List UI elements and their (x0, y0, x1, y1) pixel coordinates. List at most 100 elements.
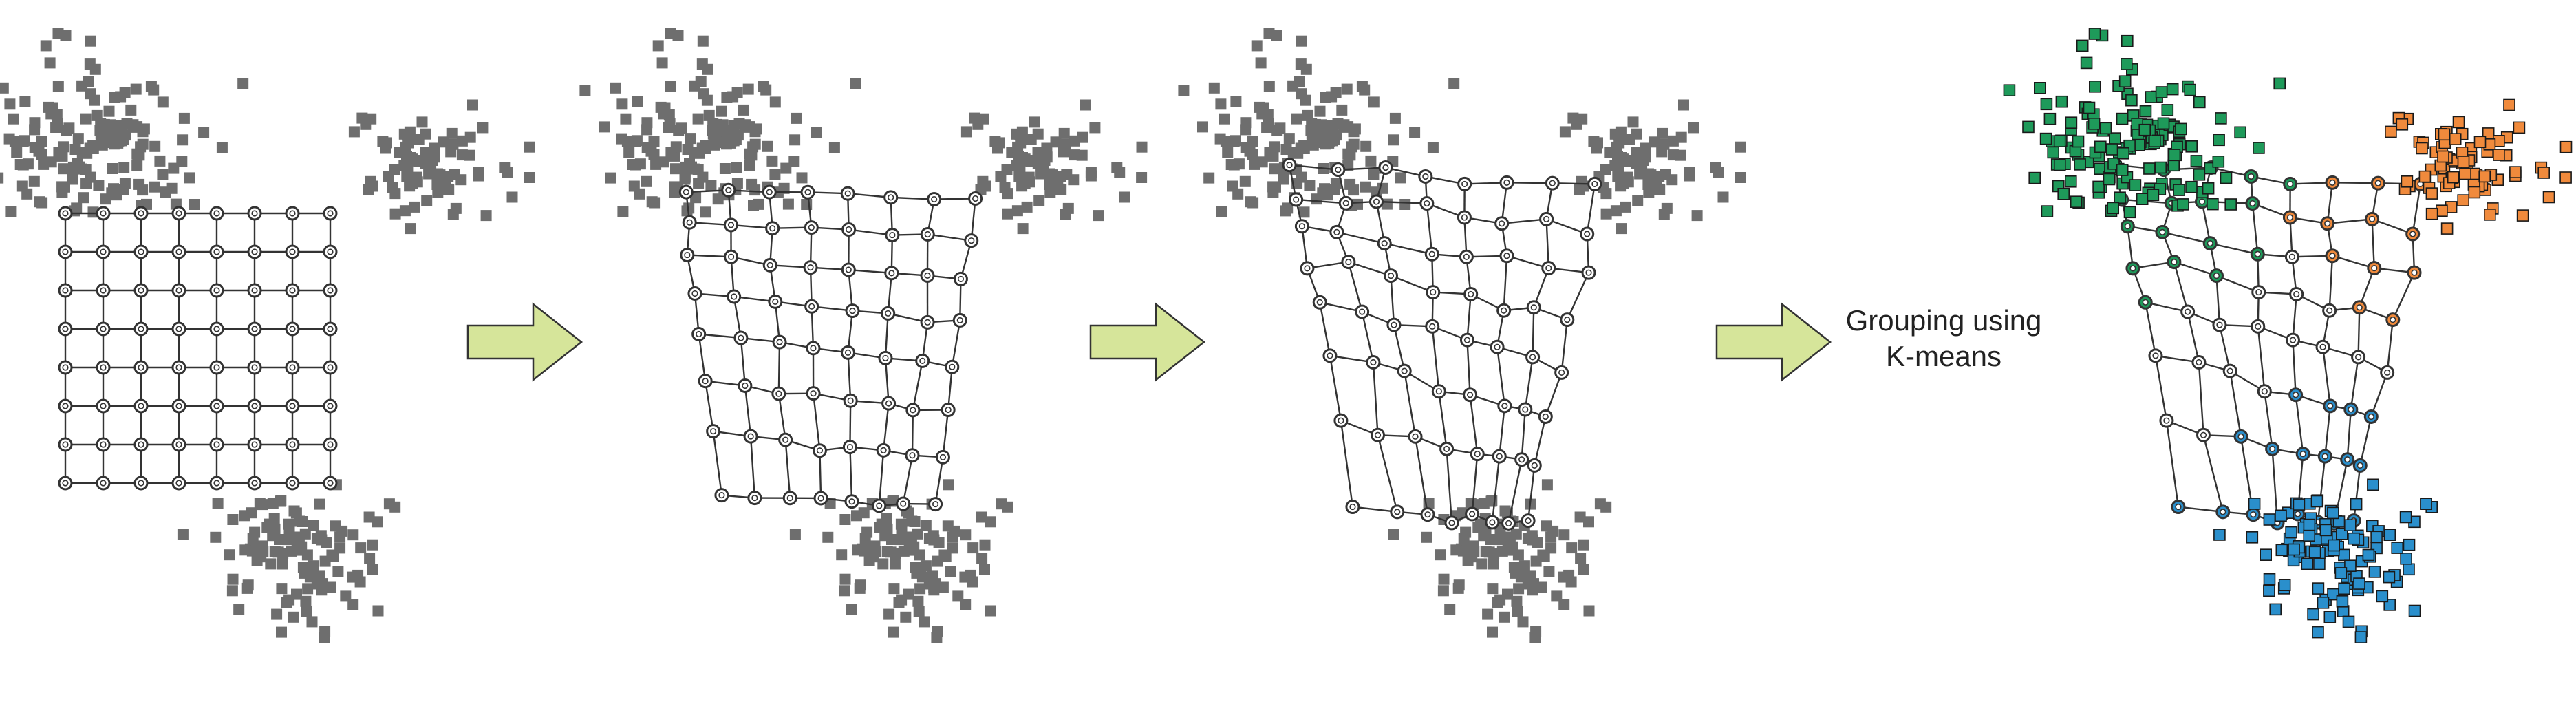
neuron-node-center (1286, 162, 1293, 169)
data-point (652, 40, 664, 52)
data-point (851, 510, 862, 522)
data-point (2418, 170, 2432, 183)
data-point (2350, 498, 2363, 511)
grid-edge (912, 361, 923, 411)
neuron-node-center (2142, 299, 2149, 306)
data-point (360, 118, 372, 130)
data-point (811, 127, 822, 138)
data-point (2516, 209, 2529, 222)
grid-edge (1521, 409, 1527, 460)
data-point (1541, 479, 1553, 491)
grid-edge (882, 403, 890, 451)
data-point (2138, 123, 2151, 136)
data-point (683, 202, 695, 214)
data-point (2312, 626, 2324, 639)
neuron-node-center (2196, 359, 2202, 366)
data-point (1359, 84, 1371, 96)
data-point (1559, 126, 1571, 138)
data-point (2459, 167, 2471, 180)
neuron-node-center (100, 326, 107, 332)
data-point (1021, 201, 1033, 213)
grid-edge (1527, 465, 1536, 521)
neuron-node-center (138, 210, 144, 217)
neuron-node-center (684, 251, 691, 259)
data-point (852, 544, 863, 556)
neuron-node-center (939, 453, 947, 460)
grid-edge (934, 457, 944, 504)
neuron-node-center (1503, 179, 1510, 186)
data-point (38, 158, 50, 170)
data-point (2400, 552, 2412, 565)
data-point (1011, 205, 1023, 217)
grid-edge (848, 228, 893, 236)
data-point (2065, 175, 2077, 188)
grid-edge (1466, 294, 1472, 341)
data-point (2215, 112, 2227, 125)
data-point (1438, 573, 1450, 585)
neuron-node-center (289, 441, 296, 448)
neuron-node-center (62, 326, 69, 332)
grid-edge (2229, 370, 2242, 437)
data-point (2293, 498, 2306, 511)
data-point (789, 134, 801, 146)
data-point (788, 156, 800, 167)
data-point (1462, 555, 1474, 566)
neuron-node-center (766, 262, 773, 268)
data-point (1197, 121, 1208, 133)
data-point (751, 123, 762, 135)
data-point (226, 585, 238, 597)
data-point (11, 147, 23, 158)
data-point (1530, 632, 1541, 643)
grid-edge (927, 233, 972, 242)
data-point (2167, 159, 2180, 172)
data-point (1487, 626, 1498, 638)
data-point (89, 94, 100, 106)
neuron-node-center (1349, 503, 1356, 511)
data-point (1688, 122, 1699, 134)
data-point (648, 136, 660, 147)
neuron-node-center (289, 326, 296, 332)
data-point (1245, 196, 1256, 208)
data-point (21, 188, 33, 200)
neuron-node-center (1461, 214, 1468, 221)
data-point (480, 210, 492, 222)
data-point (2149, 135, 2161, 147)
data-point (216, 142, 228, 153)
neuron-node-center (2268, 445, 2276, 452)
data-point (2074, 158, 2086, 171)
data-point (943, 479, 954, 491)
data-point (1558, 529, 1570, 541)
data-point (1269, 141, 1280, 153)
data-point (1612, 151, 1623, 162)
data-point (1448, 78, 1460, 89)
data-point (1029, 116, 1040, 128)
grid-edge (1390, 275, 1395, 326)
data-point (2040, 98, 2053, 111)
data-point (2234, 126, 2246, 139)
neuron-node-center (924, 319, 931, 326)
data-point (2168, 149, 2181, 161)
data-point (947, 531, 958, 543)
data-point (1292, 147, 1304, 159)
data-point (1136, 172, 1148, 183)
data-point (2105, 143, 2118, 156)
data-point (365, 175, 376, 187)
neuron-node-center (1412, 433, 1419, 440)
data-point (2202, 182, 2215, 195)
neuron-node-center (213, 480, 220, 487)
neuron-node-center (1387, 272, 1395, 279)
data-point (694, 147, 705, 159)
grid-edge (2292, 340, 2297, 395)
data-point (93, 180, 105, 191)
data-point (904, 540, 916, 551)
data-point (1060, 209, 1071, 220)
data-point (1399, 199, 1411, 210)
data-point (645, 145, 657, 157)
data-point (659, 102, 671, 114)
data-point (83, 76, 94, 87)
data-point (855, 579, 866, 591)
data-point (1296, 35, 1307, 47)
data-point (276, 583, 288, 595)
neuron-node-center (931, 195, 938, 203)
